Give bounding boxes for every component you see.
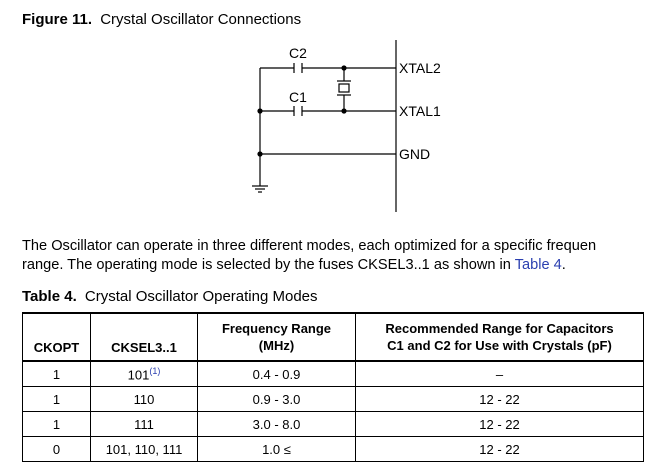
crystal-body <box>338 83 350 93</box>
cell-frequency: 1.0 ≤ <box>197 436 356 462</box>
table-number: Table 4. <box>22 288 77 305</box>
cell-cksel: 101, 110, 111 <box>90 436 198 462</box>
header-ckopt: CKOPT <box>22 312 91 362</box>
table-row: 1 101(1) 0.4 - 0.9 – <box>22 360 644 387</box>
junction-dot-left-c1 <box>257 108 263 114</box>
table-header-row: CKOPT CKSEL3..1 Frequency Range (MHz) Re… <box>22 312 644 362</box>
figure-title: Crystal Oscillator Connections <box>100 11 302 28</box>
header-capacitors: Recommended Range for Capacitors C1 and … <box>355 312 644 362</box>
header-frequency: Frequency Range (MHz) <box>197 312 356 362</box>
cell-ckopt: 1 <box>22 360 91 387</box>
cell-frequency: 0.9 - 3.0 <box>197 386 356 412</box>
cell-cksel: 110 <box>90 386 198 412</box>
cell-capacitors: – <box>355 360 644 387</box>
label-gnd: GND <box>399 146 430 162</box>
cell-cksel: 101(1) <box>90 360 198 387</box>
cell-cksel: 111 <box>90 411 198 437</box>
paragraph-line-2-text: range. The operating mode is selected by… <box>22 257 515 273</box>
cell-capacitors: 12 - 22 <box>355 411 644 437</box>
figure-caption: Figure 11. Crystal Oscillator Connection… <box>22 11 301 28</box>
paragraph-line-2-end: . <box>561 257 566 273</box>
junction-dot-c2-crystal <box>341 65 347 71</box>
table-row: 0 101, 110, 111 1.0 ≤ 12 - 22 <box>22 436 644 462</box>
paragraph-line-2: range. The operating mode is selected by… <box>22 256 658 275</box>
cell-cksel-value: 101 <box>127 367 150 383</box>
table-4-link[interactable]: Table 4 <box>514 257 562 273</box>
table-caption: Table 4. Crystal Oscillator Operating Mo… <box>22 288 318 305</box>
cell-ckopt: 0 <box>22 436 91 462</box>
header-frequency-line2: (MHz) <box>258 338 295 353</box>
figure-number: Figure 11. <box>22 11 93 28</box>
junction-dot-left-gnd <box>257 151 263 157</box>
header-capacitors-line1: Recommended Range for Capacitors <box>385 321 614 336</box>
cell-frequency: 0.4 - 0.9 <box>197 360 356 387</box>
cell-frequency: 3.0 - 8.0 <box>197 411 356 437</box>
cell-capacitors: 12 - 22 <box>355 386 644 412</box>
paragraph-line-1: The Oscillator can operate in three diff… <box>22 238 597 254</box>
label-c2: C2 <box>289 45 307 61</box>
crystal-oscillator-schematic: C2 C1 XTAL2 XTAL1 GND <box>252 40 441 212</box>
cell-ckopt: 1 <box>22 386 91 412</box>
operating-modes-table: CKOPT CKSEL3..1 Frequency Range (MHz) Re… <box>22 312 644 462</box>
label-c1: C1 <box>289 89 307 105</box>
cell-capacitors: 12 - 22 <box>355 436 644 462</box>
header-frequency-line1: Frequency Range <box>221 321 332 336</box>
label-xtal1: XTAL1 <box>399 103 441 119</box>
table-title: Crystal Oscillator Operating Modes <box>84 288 318 305</box>
footnote-marker[interactable]: (1) <box>149 365 161 376</box>
table-row: 1 110 0.9 - 3.0 12 - 22 <box>22 386 644 412</box>
label-xtal2: XTAL2 <box>399 60 441 76</box>
junction-dot-c1-crystal <box>341 108 347 114</box>
table-row: 1 111 3.0 - 8.0 12 - 22 <box>22 411 644 437</box>
body-paragraph: The Oscillator can operate in three diff… <box>22 237 658 275</box>
header-capacitors-line2: C1 and C2 for Use with Crystals (pF) <box>387 338 612 353</box>
cell-ckopt: 1 <box>22 411 91 437</box>
header-cksel: CKSEL3..1 <box>90 312 198 362</box>
